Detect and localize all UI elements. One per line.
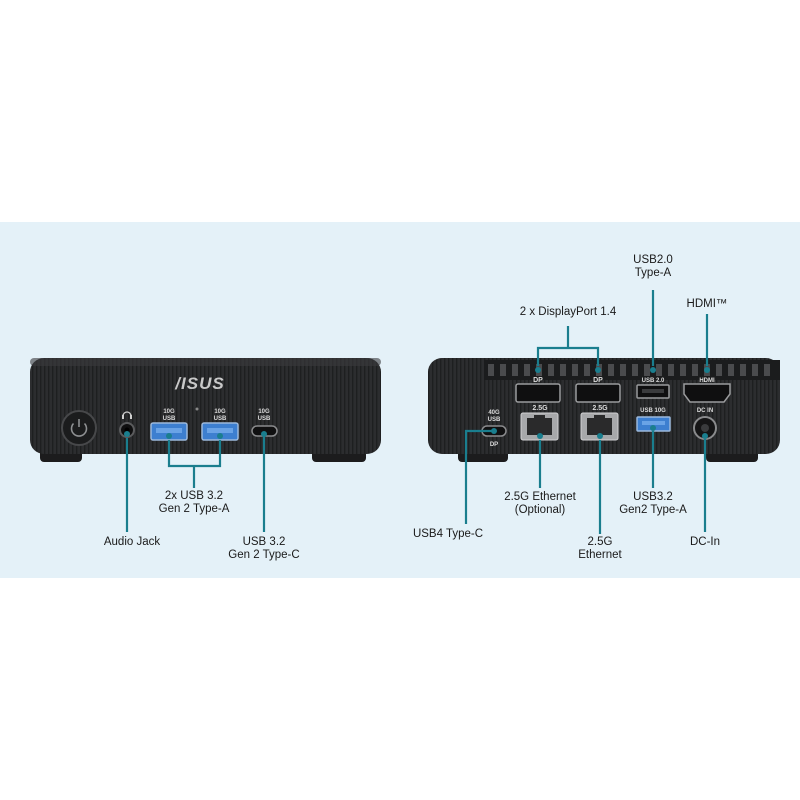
label-front-usb-a: 2x USB 3.2 Gen 2 Type-A bbox=[144, 490, 244, 516]
front-usb-a2-mark-bottom: USB bbox=[214, 416, 227, 422]
brand-logo: /ISUS bbox=[174, 374, 224, 393]
vent-slot bbox=[488, 364, 494, 376]
displayport-1 bbox=[515, 383, 561, 403]
label-usb20-line1: USB2.0 bbox=[633, 254, 673, 266]
eth2-mark: 2.5G bbox=[592, 405, 608, 412]
front-device: 10G USB 10G USB 10G USB /ISUS bbox=[30, 358, 381, 462]
label-ethernet-optional-line2: (Optional) bbox=[514, 504, 566, 516]
label-dc-in: DC-In bbox=[689, 536, 721, 548]
callout-usb4 bbox=[464, 429, 494, 524]
vent-slot bbox=[620, 364, 626, 376]
vent-slot bbox=[680, 364, 686, 376]
callout-lines bbox=[125, 290, 709, 534]
vent-slot bbox=[560, 364, 566, 376]
vent-slot bbox=[572, 364, 578, 376]
label-ethernet-optional: 2.5G Ethernet (Optional) bbox=[494, 491, 586, 517]
front-usb-a1-mark-bottom: USB bbox=[163, 416, 176, 422]
vent-slot bbox=[668, 364, 674, 376]
eth1-mark: 2.5G bbox=[532, 405, 548, 412]
front-chassis bbox=[30, 358, 381, 454]
usb4-mark-mid: USB bbox=[488, 417, 501, 423]
rear-device: DP DP USB 2.0 HDMI 2.5G 2.5G USB 10G DC … bbox=[428, 358, 780, 462]
label-rear-usb-a: USB3.2 Gen2 Type-A bbox=[608, 491, 698, 517]
usb20-mark: USB 2.0 bbox=[642, 378, 665, 384]
label-usb20-line2: Type-A bbox=[634, 267, 672, 279]
label-front-usb-a-line1: 2x USB 3.2 bbox=[164, 490, 224, 502]
front-usb-c-mark-top: 10G bbox=[258, 409, 270, 415]
vent-slot bbox=[644, 364, 650, 376]
label-usb20: USB2.0 Type-A bbox=[620, 254, 686, 280]
label-front-usb-c-line1: USB 3.2 bbox=[242, 536, 286, 548]
hdmi-mark: HDMI bbox=[699, 378, 715, 384]
label-ethernet-optional-line1: 2.5G Ethernet bbox=[504, 491, 576, 503]
label-ethernet-line2: Ethernet bbox=[578, 549, 622, 561]
vent-slot bbox=[500, 364, 506, 376]
vent-slot bbox=[728, 364, 734, 376]
label-usb4: USB4 Type-C bbox=[412, 528, 484, 540]
label-displayport: 2 x DisplayPort 1.4 bbox=[519, 306, 617, 318]
vent-slot bbox=[524, 364, 530, 376]
usb4-mark-bottom: DP bbox=[490, 442, 498, 448]
label-hdmi: HDMI™ bbox=[686, 298, 728, 310]
label-audio-jack: Audio Jack bbox=[103, 536, 161, 548]
front-usb-c-mark-bottom: USB bbox=[258, 416, 271, 422]
callout-dots bbox=[124, 367, 710, 439]
vent-slot bbox=[584, 364, 590, 376]
front-usb-a2-mark-top: 10G bbox=[214, 409, 226, 415]
vent-slot bbox=[548, 364, 554, 376]
label-front-usb-a-line2: Gen 2 Type-A bbox=[158, 503, 230, 515]
vent-slot bbox=[656, 364, 662, 376]
label-rear-usb-a-line1: USB3.2 bbox=[633, 491, 673, 503]
dp1-mark: DP bbox=[533, 377, 543, 384]
displayport-2 bbox=[575, 383, 621, 403]
hdmi-port bbox=[683, 383, 731, 403]
label-rear-usb-a-line2: Gen2 Type-A bbox=[619, 504, 687, 516]
vent-slot bbox=[692, 364, 698, 376]
vent-slot bbox=[740, 364, 746, 376]
label-ethernet-line1: 2.5G bbox=[587, 536, 613, 548]
power-icon bbox=[70, 419, 88, 437]
vent-slot bbox=[512, 364, 518, 376]
vent-slot bbox=[716, 364, 722, 376]
label-front-usb-c-line2: Gen 2 Type-C bbox=[228, 549, 300, 561]
dp2-mark: DP bbox=[593, 377, 603, 384]
vent-slot bbox=[752, 364, 758, 376]
label-front-usb-c: USB 3.2 Gen 2 Type-C bbox=[218, 536, 310, 562]
vent-slot bbox=[632, 364, 638, 376]
vent-slot bbox=[608, 364, 614, 376]
dcin-mark: DC IN bbox=[697, 408, 713, 414]
label-ethernet: 2.5G Ethernet bbox=[570, 536, 630, 562]
headset-icon bbox=[122, 411, 132, 419]
power-button bbox=[61, 410, 97, 446]
usb4-mark-top: 40G bbox=[488, 410, 500, 416]
usb10g-mark: USB 10G bbox=[640, 408, 666, 414]
vent-slot bbox=[764, 364, 770, 376]
front-usb-a1-mark-top: 10G bbox=[163, 409, 175, 415]
rear-chassis bbox=[428, 358, 780, 454]
